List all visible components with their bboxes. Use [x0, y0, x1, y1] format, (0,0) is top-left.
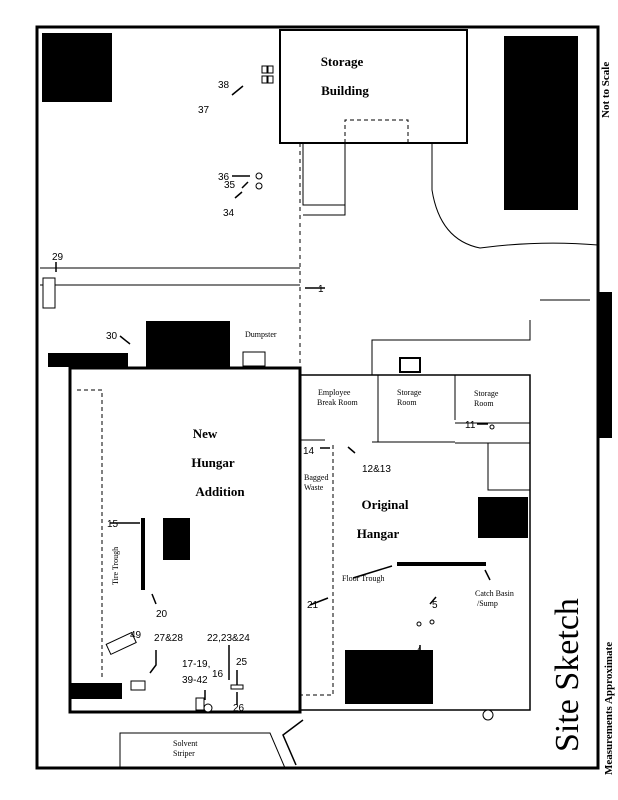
solvent-striper-label-2: Striper — [173, 749, 195, 758]
black-blocks — [42, 33, 612, 704]
storage-building-label: Storage — [321, 54, 364, 69]
storage-room-1-label-1: Storage — [397, 388, 422, 397]
sample-point-49: 49 — [130, 630, 142, 641]
sample-point-30: 30 — [106, 331, 118, 342]
original-hangar-label-2: Hangar — [357, 526, 400, 541]
sample-point-37: 37 — [198, 105, 210, 116]
sample-point-38: 38 — [218, 80, 230, 91]
catch-basin-label-2: /Sump — [477, 599, 498, 608]
sample-point-17-19: 17-19, — [182, 659, 210, 670]
storage-building: Storage Building — [279, 29, 599, 249]
new-hangar-label-2: Hungar — [191, 455, 235, 470]
sample-point-15: 15 — [107, 519, 119, 530]
sample-point-labels: 1 4 5 11 12&13 14 15 16 17-19, 39-42 20 … — [52, 80, 476, 714]
break-room-label-1: Employee — [318, 388, 351, 397]
sample-point-11: 11 — [465, 420, 476, 431]
site-sketch-title: Site Sketch — [549, 598, 586, 752]
sample-point-5: 5 — [432, 600, 438, 611]
storage-room-2-label-1: Storage — [474, 389, 499, 398]
measurements-approximate-note: Measurements Approximate — [603, 642, 615, 775]
sample-point-22-24: 22,23&24 — [207, 633, 250, 644]
dumpster-label: Dumpster — [245, 330, 277, 339]
break-room-label-2: Break Room — [317, 398, 358, 407]
sample-point-29: 29 — [52, 252, 64, 263]
catch-basin-label-1: Catch Basin — [475, 589, 514, 598]
sample-point-20: 20 — [156, 609, 168, 620]
sample-point-21: 21 — [307, 600, 319, 611]
storage-room-1-label-2: Room — [397, 398, 417, 407]
sample-point-27-28: 27&28 — [154, 633, 183, 644]
original-hangar-label-1: Original — [362, 497, 409, 512]
sample-point-4: 4 — [416, 646, 422, 657]
new-hangar-label-1: New — [193, 426, 218, 441]
tire-trough-label: Tire Trough — [111, 547, 120, 585]
sample-point-39-42: 39-42 — [182, 675, 208, 686]
floor-trough-label: Floor Trough — [342, 574, 384, 583]
storage-building-label-2: Building — [321, 83, 369, 98]
sample-point-1: 1 — [318, 284, 324, 295]
storage-room-2-label-2: Room — [474, 399, 494, 408]
sample-point-36: 36 — [218, 172, 230, 183]
bagged-waste-label-2: Waste — [304, 483, 324, 492]
sample-point-12-13: 12&13 — [362, 464, 391, 475]
sample-point-16: 16 — [212, 669, 224, 680]
solvent-striper-label-1: Solvent — [173, 739, 198, 748]
new-hangar-addition: New Hungar Addition Tire Trough — [68, 366, 304, 766]
sample-point-14: 14 — [303, 446, 315, 457]
not-to-scale-note: Not to Scale — [600, 62, 612, 118]
sample-point-35: 35 — [224, 180, 236, 191]
sample-point-26: 26 — [233, 703, 245, 714]
sample-point-34: 34 — [223, 208, 235, 219]
original-hangar: Employee Break Room Storage Room Storage… — [300, 357, 531, 721]
sample-point-25: 25 — [236, 657, 248, 668]
new-hangar-label-3: Addition — [195, 484, 245, 499]
bagged-waste-label-1: Bagged — [304, 473, 328, 482]
